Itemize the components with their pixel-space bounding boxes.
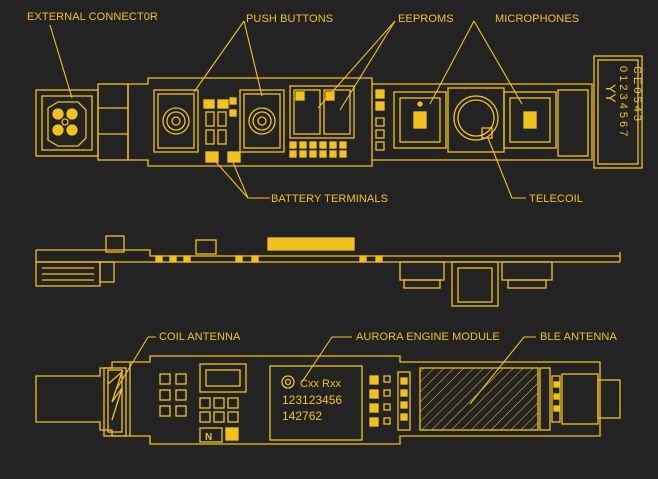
tag-line-1: YY [603,84,619,103]
telecoil [447,87,505,153]
connector-letter: N [205,432,212,443]
label-telecoil: TELECOIL [529,193,583,205]
label-microphones: MICROPHONES [495,13,580,25]
bottom-view [35,355,621,445]
tag-line-3: C E 0 5 4 3 [631,66,643,121]
module-line-3: 142762 [282,409,322,423]
eeproms [289,85,355,139]
tag-line-2: 0 1 2 3 4 5 6 7 [617,66,629,136]
label-external-connector: EXTERNAL CONNECT0R [27,11,158,23]
battery-terminals [205,151,241,163]
module-line-2: 123123456 [282,393,342,407]
label-battery-terminals: BATTERY TERMINALS [271,193,389,205]
callout-leaders [49,20,536,405]
microphone-right [503,91,557,149]
product-tag [593,55,643,169]
microphone-left [393,91,447,149]
label-coil-antenna: COIL ANTENNA [159,331,241,343]
push-button-left [153,89,199,153]
aurora-engine-module [269,365,363,441]
label-eeproms: EEPROMS [398,13,454,25]
label-ble-antenna: BLE ANTENNA [540,331,617,343]
module-line-1: Cxx Rxx [300,378,341,390]
label-aurora-engine-module: AURORA ENGINE MODULE [356,331,500,343]
push-button-right [239,89,285,153]
coil-antenna [107,369,124,433]
top-view [35,55,643,169]
ble-antenna [419,367,539,431]
side-view [35,235,621,307]
label-push-buttons: PUSH BUTTONS [246,13,334,25]
test-connector-n [199,427,223,443]
external-connector [35,83,129,161]
